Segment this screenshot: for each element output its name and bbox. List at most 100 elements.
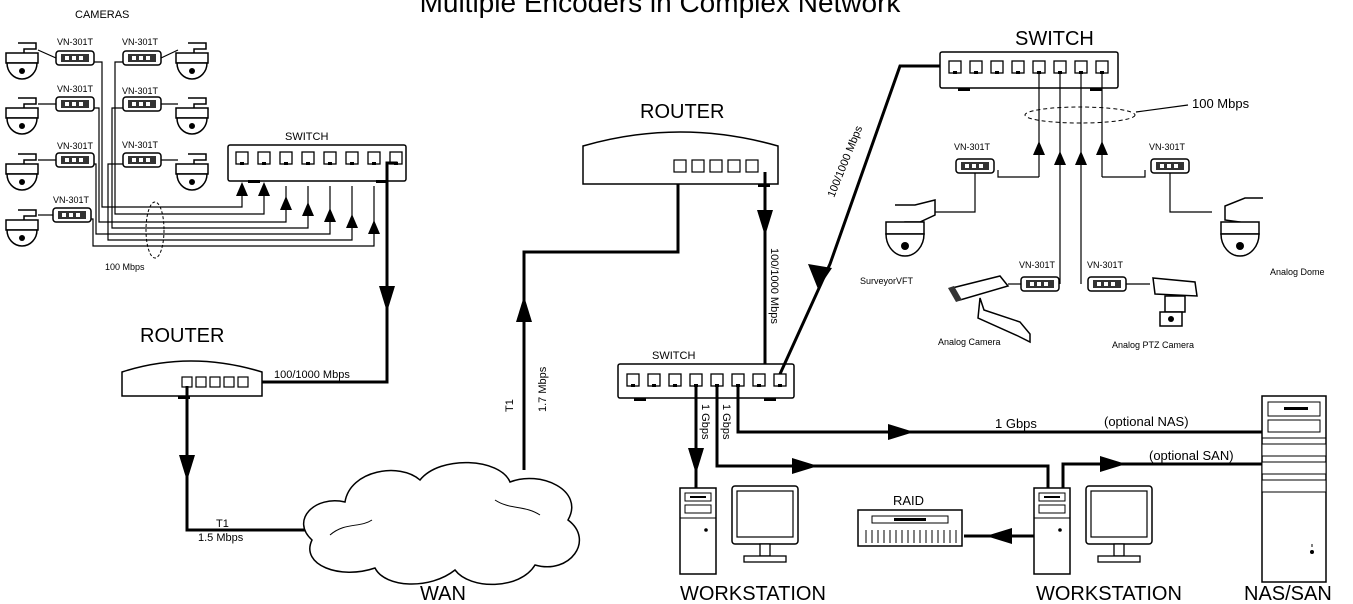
bundle-marker: [1024, 106, 1136, 124]
switch-switch-link: [778, 64, 952, 375]
encoder-label: VN-301T: [1087, 260, 1124, 270]
dome-camera-icon: [175, 97, 209, 135]
encoder-icon: [52, 207, 92, 223]
raid-label: RAID: [893, 493, 924, 508]
surveyor-dome-camera-icon: [885, 199, 936, 257]
encoder-icon: [55, 152, 95, 168]
bundle-marker: [145, 201, 165, 259]
workstation-2: [1033, 485, 1153, 575]
monitor-icon: [731, 485, 799, 563]
encoder-label: VN-301T: [122, 140, 159, 150]
center-switch-label: SWITCH: [652, 350, 695, 362]
encoder-label: VN-301T: [1019, 260, 1056, 270]
left-router-speed: 100/1000 Mbps: [274, 369, 350, 381]
left-cameras: [5, 42, 209, 247]
nas-speed: 1 Gbps: [995, 416, 1037, 431]
ws2-san-link: [1061, 462, 1262, 488]
surveyor-label: SurveyorVFT: [860, 276, 914, 286]
arrow-up: [516, 296, 532, 322]
arrow-down: [808, 264, 832, 289]
encoder-label: VN-301T: [954, 142, 991, 152]
encoder-label: VN-301T: [1149, 142, 1186, 152]
ws1-speed: 1 Gbps: [699, 404, 711, 440]
arrow-right: [792, 458, 818, 474]
center-switch: [617, 363, 795, 401]
encoder-icon: [122, 96, 162, 112]
ws2-speed: 1 Gbps: [720, 404, 732, 440]
leader-line: [1135, 104, 1189, 113]
nas-san-label: NAS/SAN: [1244, 583, 1332, 604]
wan-cloud: [303, 461, 581, 586]
arrow-down: [757, 210, 773, 236]
right-switch-arrowheads: [1033, 141, 1108, 165]
t1-label-2: T1: [504, 399, 516, 412]
dome-camera-icon: [5, 209, 39, 247]
encoder-icon: [955, 158, 995, 174]
arrow-down: [179, 455, 195, 481]
router-wan-link: [185, 386, 320, 532]
wan-label: WAN: [420, 583, 466, 604]
arrow-left: [986, 528, 1012, 544]
encoder-icon: [55, 50, 95, 66]
nas-san-server: [1261, 395, 1327, 583]
encoder-icon: [122, 152, 162, 168]
top-right-switch-label: SWITCH: [1015, 28, 1094, 50]
computer-tower-icon: [679, 487, 717, 575]
switch-nas-link: [736, 386, 1262, 434]
encoder-label: VN-301T: [57, 141, 94, 151]
analog-camera-icon: [948, 275, 1031, 344]
encoder-label: VN-301T: [57, 37, 94, 47]
arrow-down: [379, 286, 395, 312]
left-switch-label: SWITCH: [285, 131, 328, 143]
workstation-1-label: WORKSTATION: [680, 583, 826, 604]
switch-ws2-link: [715, 386, 1050, 488]
right-router-label: ROUTER: [640, 101, 724, 123]
camera-encoder-links: [37, 49, 179, 216]
dome-camera-icon: [175, 153, 209, 191]
dome-camera-icon: [5, 42, 39, 80]
t1-speed-label-2: 1.7 Mbps: [537, 366, 549, 412]
surveyor-link: [928, 173, 976, 213]
monitor-icon: [1085, 485, 1153, 563]
analog-dome-link: [1169, 173, 1212, 213]
computer-tower-icon: [1033, 487, 1071, 575]
encoder-icon: [122, 50, 162, 66]
switch-switch-speed: 100/1000 Mbps: [826, 124, 866, 199]
encoder-label: VN-301T: [57, 84, 94, 94]
switch-router-link: [232, 161, 398, 384]
encoder-icon: [55, 96, 95, 112]
encoder-label: VN-301T: [122, 37, 159, 47]
arrow-right: [888, 424, 914, 440]
left-router-label: ROUTER: [140, 325, 224, 347]
router-switch-speed: 100/1000 Mbps: [768, 248, 780, 324]
cameras-label: CAMERAS: [75, 9, 129, 21]
right-router: [582, 131, 779, 187]
encoder-icon: [1087, 276, 1127, 292]
t1-speed-label: 1.5 Mbps: [198, 532, 244, 544]
optional-nas-label: (optional NAS): [1104, 414, 1189, 429]
encoder-label: VN-301T: [53, 195, 90, 205]
wan-router-link: [522, 170, 680, 470]
analog-ptz-label: Analog PTZ Camera: [1112, 340, 1194, 350]
left-switch-arrowheads: [236, 182, 380, 234]
analog-camera-label: Analog Camera: [938, 337, 1001, 347]
right-encoder-wires: [997, 73, 1146, 284]
workstation-1: [679, 485, 799, 575]
arrow-right: [1100, 456, 1126, 472]
right-speed-label: 100 Mbps: [1192, 96, 1250, 111]
t1-label: T1: [216, 518, 229, 530]
dome-camera-icon: [175, 42, 209, 80]
analog-dome-camera-icon: [1220, 197, 1263, 257]
workstation-2-label: WORKSTATION: [1036, 583, 1182, 604]
dome-camera-icon: [5, 97, 39, 135]
analog-dome-label: Analog Dome: [1270, 267, 1325, 277]
diagram-title: Multiple Encoders in Complex Network: [420, 0, 902, 18]
top-right-switch: [939, 51, 1119, 91]
encoder-label: VN-301T: [122, 86, 159, 96]
raid-device: [857, 509, 963, 547]
left-speed-label: 100 Mbps: [105, 262, 145, 272]
encoder-icon: [1020, 276, 1060, 292]
encoder-icon: [1150, 158, 1190, 174]
left-router: [121, 360, 263, 399]
analog-ptz-camera-icon: [1152, 277, 1198, 327]
